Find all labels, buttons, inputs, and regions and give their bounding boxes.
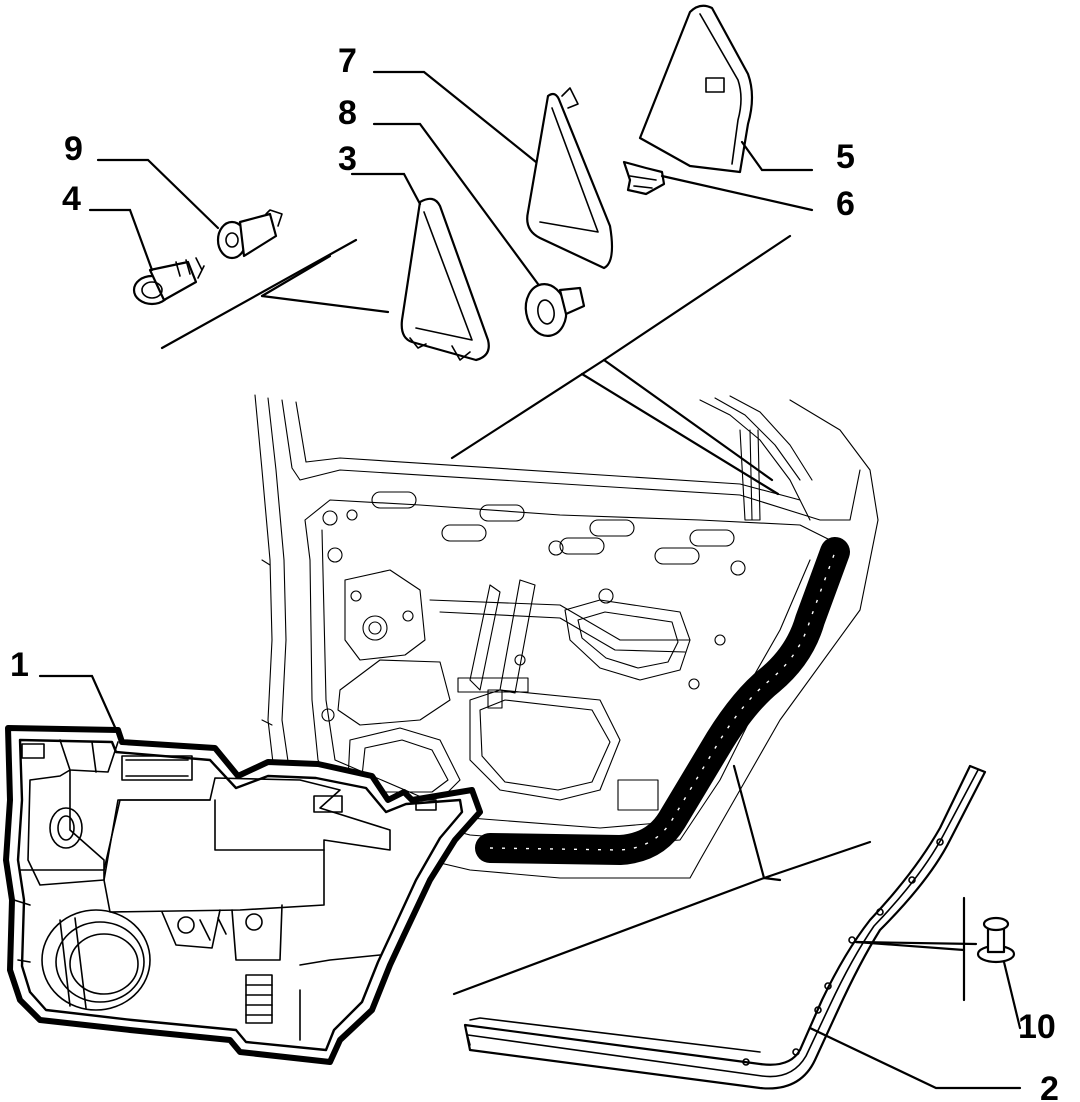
fastener-clip <box>976 916 1016 964</box>
callout-7: 7 <box>338 42 357 80</box>
callout-6: 6 <box>836 185 855 223</box>
door-weatherstrip-installed <box>475 537 850 865</box>
callout-9: 9 <box>64 130 83 168</box>
callout-2: 2 <box>1040 1070 1059 1102</box>
callout-10: 10 <box>1018 1008 1056 1046</box>
grommet <box>524 283 586 337</box>
callout-labels: 1 2 3 4 5 6 7 8 9 10 <box>10 42 1059 1102</box>
callout-8: 8 <box>338 94 357 132</box>
door-shell <box>254 394 879 879</box>
clip <box>622 160 666 196</box>
callout-1: 1 <box>10 646 29 684</box>
callout-3: 3 <box>338 140 357 178</box>
triangle-trim-small <box>400 197 490 362</box>
callout-5: 5 <box>836 138 855 176</box>
weatherstrip <box>463 764 987 1090</box>
plug-pin <box>216 209 283 260</box>
callout-4: 4 <box>62 180 81 218</box>
push-clip <box>132 257 205 306</box>
leader-lines <box>38 70 1022 1090</box>
triangle-trim-large <box>526 87 614 270</box>
mirror-cover <box>638 4 754 174</box>
door-trim-panel <box>3 725 483 1065</box>
